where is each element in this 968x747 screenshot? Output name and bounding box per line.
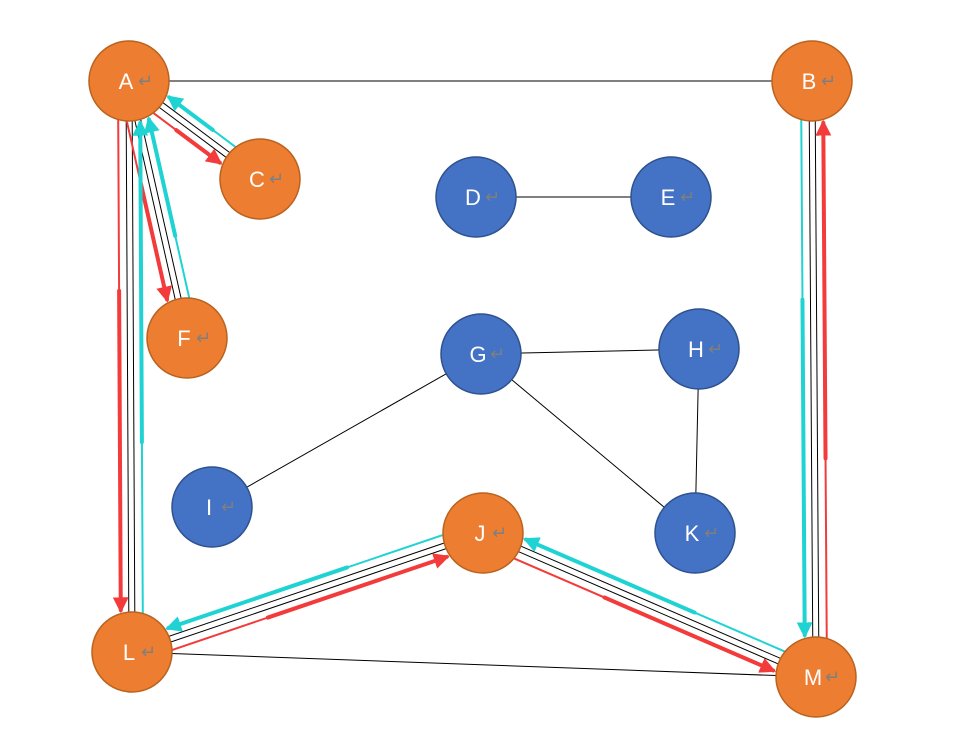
node-h: H↵ <box>658 308 740 390</box>
forward-arrow-A-C <box>151 111 223 165</box>
edge-A-F <box>139 115 183 303</box>
return-mark-icon: ↵ <box>490 344 505 364</box>
return-mark-icon: ↵ <box>704 523 719 543</box>
node-label: C <box>249 167 265 192</box>
return-mark-icon: ↵ <box>221 497 236 517</box>
backtrack-arrow-C-A <box>166 95 238 149</box>
node-label: D <box>465 185 481 210</box>
node-c: C↵ <box>219 138 301 220</box>
edge-G-I <box>243 371 450 490</box>
edge-G-H <box>516 349 664 354</box>
node-k: K↵ <box>654 492 736 574</box>
edge-H-K <box>695 384 699 498</box>
node-label: F <box>177 326 190 351</box>
forward-arrow-J-M <box>512 557 777 673</box>
node-l: L↵ <box>91 611 173 693</box>
node-label: L <box>123 640 135 665</box>
return-mark-icon: ↵ <box>492 523 507 543</box>
node-label: M <box>804 665 822 690</box>
backtrack-arrow-M-J <box>522 537 787 653</box>
node-label: H <box>688 337 704 362</box>
backtrack-arrow-F-A <box>143 116 191 300</box>
node-label: J <box>475 521 486 546</box>
edge-J-L <box>164 541 449 639</box>
nodes-layer: A↵B↵C↵D↵E↵F↵G↵H↵I↵J↵K↵L↵M↵ <box>88 40 857 718</box>
node-d: D↵ <box>435 156 517 238</box>
forward-arrow-M-B <box>815 119 832 640</box>
forward-arrow-L-J <box>170 553 450 652</box>
return-mark-icon: ↵ <box>138 71 153 91</box>
edge-G-K <box>508 376 668 511</box>
node-g: G↵ <box>440 313 522 395</box>
edge-J-M <box>517 544 785 661</box>
return-mark-icon: ↵ <box>141 642 156 662</box>
edge-B-M <box>814 116 820 641</box>
return-mark-icon: ↵ <box>821 71 836 91</box>
node-j: J↵ <box>442 492 524 574</box>
return-mark-icon: ↵ <box>680 187 695 207</box>
node-label: I <box>206 495 212 520</box>
edge-L-M <box>167 652 781 677</box>
node-a: A↵ <box>88 40 170 122</box>
node-e: E↵ <box>630 156 712 238</box>
node-b: B↵ <box>771 40 853 122</box>
edge-A-L <box>131 116 136 616</box>
node-i: I↵ <box>171 466 253 548</box>
node-f: F↵ <box>146 297 228 379</box>
arrows-layer <box>112 95 832 673</box>
backtrack-arrow-J-L <box>165 533 445 632</box>
return-mark-icon: ↵ <box>825 667 840 687</box>
backtrack-arrow-L-A <box>132 119 149 615</box>
edge-B-M <box>808 117 814 642</box>
forward-arrow-A-F <box>125 119 173 303</box>
return-mark-icon: ↵ <box>485 187 500 207</box>
node-label: K <box>685 521 700 546</box>
edge-J-L <box>166 546 451 644</box>
return-mark-icon: ↵ <box>708 339 723 359</box>
edges-layer <box>125 80 820 677</box>
edge-A-L <box>125 117 130 617</box>
node-label: E <box>661 185 676 210</box>
backtrack-arrow-B-M <box>796 118 813 639</box>
forward-arrow-A-L <box>112 118 129 614</box>
node-label: G <box>469 342 486 367</box>
node-label: A <box>119 69 134 94</box>
return-mark-icon: ↵ <box>196 328 211 348</box>
return-mark-icon: ↵ <box>269 169 284 189</box>
node-m: M↵ <box>775 636 857 718</box>
edge-J-M <box>514 549 782 666</box>
node-label: B <box>802 69 817 94</box>
